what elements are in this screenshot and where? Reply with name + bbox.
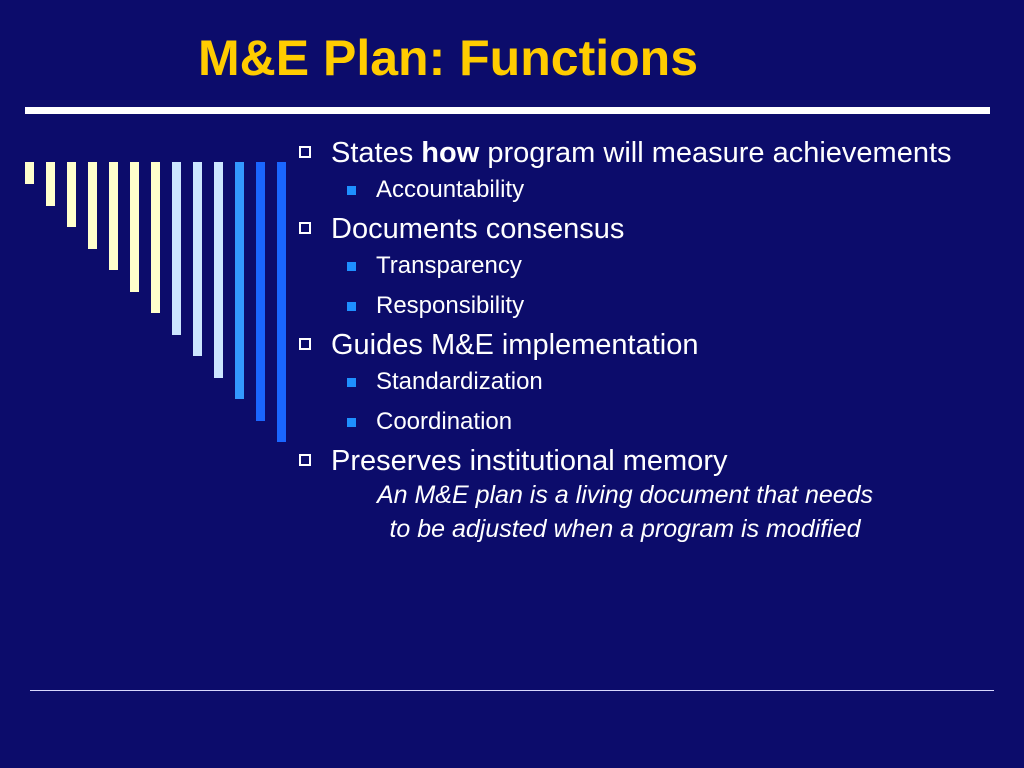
sub-bullet-text: Responsibility — [376, 292, 525, 319]
bullet-4-text: Preserves institutional memory — [331, 445, 728, 477]
footer-divider — [30, 690, 994, 691]
bullet-item-1: States how program will measure achievem… — [295, 136, 995, 170]
title-divider — [25, 107, 990, 114]
note-line-1: An M&E plan is a living document that ne… — [376, 481, 874, 509]
decorative-bar — [109, 162, 118, 270]
sub-bullet-text: Transparency — [376, 252, 522, 279]
filled-square-bullet-icon — [347, 418, 356, 427]
hollow-square-bullet-icon — [299, 454, 311, 466]
sub-bullet-text: Accountability — [376, 176, 525, 203]
decorative-bar — [67, 162, 76, 227]
slide-title: M&E Plan: Functions — [198, 30, 698, 86]
sub-bullet-item: Accountability — [295, 170, 995, 210]
sub-bullet-item: Standardization — [295, 362, 995, 402]
bullet-list: States how program will measure achievem… — [295, 134, 995, 546]
sub-bullet-text: Coordination — [376, 408, 513, 435]
decorative-bar — [46, 162, 55, 206]
hollow-square-bullet-icon — [299, 146, 311, 158]
note-line-2: to be adjusted when a program is modifie… — [389, 515, 861, 543]
sub-bullet-item: Responsibility — [295, 286, 995, 326]
decorative-bar — [214, 162, 223, 378]
sub-bullet-item: Transparency — [295, 246, 995, 286]
filled-square-bullet-icon — [347, 262, 356, 271]
filled-square-bullet-icon — [347, 302, 356, 311]
decorative-bar — [130, 162, 139, 292]
italic-note: An M&E plan is a living document that ne… — [295, 478, 955, 546]
bullet-item-4: Preserves institutional memory — [295, 444, 995, 478]
filled-square-bullet-icon — [347, 378, 356, 387]
bullet-1-text-bold: how — [421, 137, 480, 169]
bullet-item-3: Guides M&E implementation — [295, 328, 995, 362]
decorative-bar — [235, 162, 244, 399]
hollow-square-bullet-icon — [299, 338, 311, 350]
decorative-bar — [172, 162, 181, 335]
bullet-item-2: Documents consensus — [295, 212, 995, 246]
bullet-2-text: Documents consensus — [331, 213, 625, 245]
decorative-bar — [277, 162, 286, 442]
decorative-bar — [256, 162, 265, 421]
decorative-bar — [25, 162, 34, 184]
decorative-bar — [88, 162, 97, 249]
hollow-square-bullet-icon — [299, 222, 311, 234]
bullet-3-text: Guides M&E implementation — [331, 329, 699, 361]
filled-square-bullet-icon — [347, 186, 356, 195]
decorative-bar — [151, 162, 160, 313]
sub-bullet-item: Coordination — [295, 402, 995, 442]
bullet-1-text-pre: States — [331, 137, 422, 169]
decorative-bar — [193, 162, 202, 356]
sub-bullet-text: Standardization — [376, 368, 543, 395]
bullet-1-text-post: program will measure achievements — [479, 137, 952, 169]
